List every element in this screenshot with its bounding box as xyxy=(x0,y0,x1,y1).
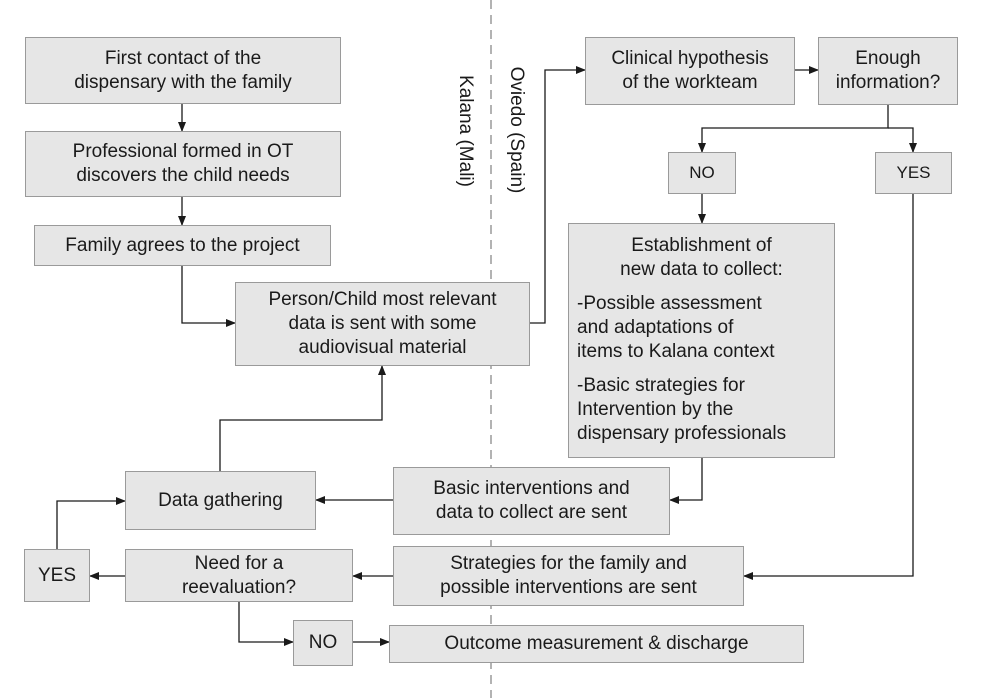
first-contact-line-1: First contact of the xyxy=(104,47,262,69)
outcome-box: Outcome measurement & discharge xyxy=(389,625,804,663)
strategies-box: Strategies for the family and possible i… xyxy=(393,546,744,606)
arrow-establishment-to-basic-interventions xyxy=(669,458,703,504)
no-bottom-box: NO xyxy=(293,620,353,666)
arrow-yes-to-data-gathering xyxy=(56,497,126,549)
clinical-hypothesis-box: Clinical hypothesis of the workteam xyxy=(585,37,795,105)
no-top-box: NO xyxy=(668,152,736,194)
need-reeval-box: Need for a reevaluation? xyxy=(125,549,353,602)
basic-interventions-box: Basic interventions and data to collect … xyxy=(393,467,670,535)
establishment-item1-line-2: and adaptations of xyxy=(577,317,734,338)
arrow-yes-to-strategies xyxy=(743,194,914,580)
region-label-oviedo: Oviedo (Spain) xyxy=(506,66,527,194)
data-gathering-label: Data gathering xyxy=(158,489,283,511)
establishment-item2-line-1: -Basic strategies for xyxy=(577,375,745,396)
arrow-enough-info-to-yes xyxy=(888,127,917,153)
establishment-title-line-2: new data to collect: xyxy=(620,259,783,280)
region-label-kalana: Kalana (Mali) xyxy=(455,75,476,187)
enough-info-box: Enough information? xyxy=(818,37,958,105)
yes-top-box: YES xyxy=(875,152,952,194)
yes-top-label: YES xyxy=(896,163,931,182)
yes-bottom-label: YES xyxy=(37,564,77,586)
first-contact-box: First contact of the dispensary with the… xyxy=(25,37,341,104)
clinical-hypothesis-line-2: of the workteam xyxy=(622,72,758,93)
basic-interventions-line-2: data to collect are sent xyxy=(435,502,628,523)
data-sent-line-1: Person/Child most relevant xyxy=(268,289,497,310)
first-contact-line-2: dispensary with the family xyxy=(74,71,292,93)
strategies-line-1: Strategies for the family and xyxy=(450,553,687,574)
professional-line-1: Professional formed in OT xyxy=(72,141,294,162)
establishment-item1-line-1: -Possible assessment xyxy=(577,293,762,314)
establishment-item2-line-3: dispensary professionals xyxy=(577,423,787,444)
family-agrees-box: Family agrees to the project xyxy=(34,225,331,266)
arrow-enough-info-to-no xyxy=(698,105,889,153)
establishment-item2-line-2: Intervention by the xyxy=(577,399,734,420)
clinical-hypothesis-line-1: Clinical hypothesis xyxy=(611,48,769,69)
arrow-need-reeval-to-no xyxy=(238,601,294,646)
data-gathering-box: Data gathering xyxy=(125,471,316,530)
outcome-label: Outcome measurement & discharge xyxy=(444,633,749,654)
family-agrees-line-1: Family agrees to the project xyxy=(65,234,300,256)
establishment-item1-line-3: items to Kalana context xyxy=(577,341,775,362)
basic-interventions-line-1: Basic interventions and xyxy=(433,478,630,499)
enough-info-line-1: Enough xyxy=(855,48,921,69)
professional-box: Professional formed in OT discovers the … xyxy=(25,131,341,197)
establishment-box: Establishment of new data to collect: -P… xyxy=(568,223,835,458)
need-reeval-line-2: reevaluation? xyxy=(181,576,297,598)
no-top-label: NO xyxy=(689,163,715,182)
yes-bottom-box: YES xyxy=(24,549,90,602)
strategies-line-2: possible interventions are sent xyxy=(440,577,697,598)
arrow-family-agrees-to-data-sent xyxy=(181,266,236,327)
no-bottom-label: NO xyxy=(308,632,338,653)
professional-line-2: discovers the child needs xyxy=(76,165,290,186)
data-sent-box: Person/Child most relevant data is sent … xyxy=(235,282,530,366)
enough-info-line-2: information? xyxy=(835,72,941,93)
need-reeval-line-1: Need for a xyxy=(194,552,284,574)
data-sent-line-2: data is sent with some xyxy=(288,313,477,334)
establishment-title-line-1: Establishment of xyxy=(631,235,772,256)
data-sent-line-3: audiovisual material xyxy=(298,337,467,358)
arrow-data-gathering-to-data-sent xyxy=(219,365,386,471)
arrow-data-sent-to-clinical-hypothesis xyxy=(530,66,586,324)
